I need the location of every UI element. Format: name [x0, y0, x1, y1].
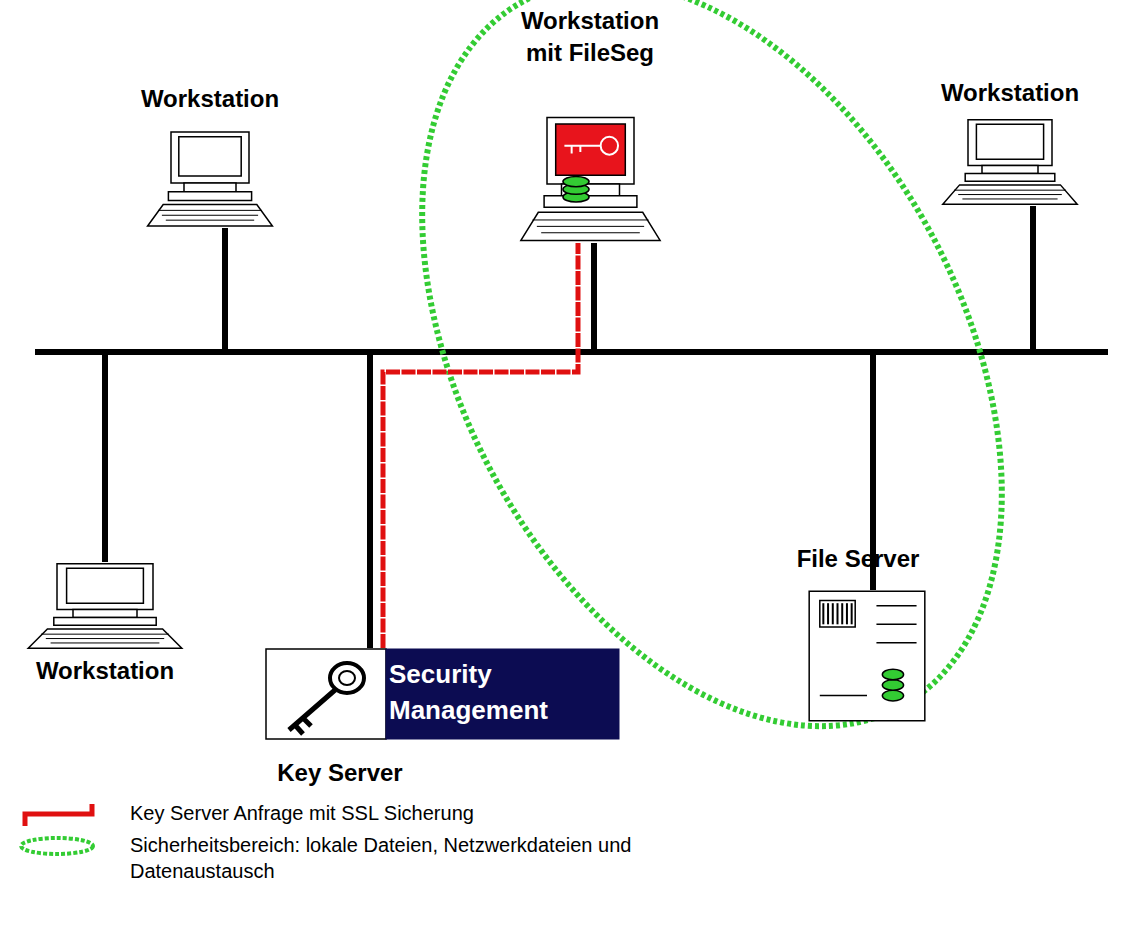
computer-base [544, 196, 637, 208]
monitor-case [547, 118, 634, 185]
key-ring [601, 137, 618, 155]
computer-base [965, 173, 1055, 181]
bus-stub [222, 228, 228, 352]
ssl-request-line [383, 243, 578, 648]
keyboard-row [162, 215, 258, 216]
bus-stub [102, 352, 108, 562]
keyboard-row [41, 634, 169, 635]
node-label: Workstation mit FileSeg [510, 5, 670, 69]
monitor-stand [184, 183, 236, 192]
keyboard-row [166, 220, 254, 221]
monitor-case [57, 564, 153, 610]
workstation-icon [943, 120, 1077, 204]
server-vent [820, 601, 855, 627]
node-label: Workstation [5, 656, 205, 685]
node-icon [25, 562, 185, 650]
monitor-screen [67, 568, 144, 603]
workstation: Workstation mit FileSeg [518, 115, 663, 243]
file-server-icon [809, 591, 925, 720]
vent-slot [846, 603, 848, 624]
key-ring [330, 663, 364, 693]
vent-slot [822, 603, 824, 624]
monitor-screen [556, 124, 626, 175]
bus-stub [1030, 206, 1036, 352]
key-server: Security ManagementKey Server [265, 648, 620, 740]
disk-stack [882, 669, 903, 680]
vent-slot [837, 603, 839, 624]
security-panel [386, 649, 619, 739]
workstation: Workstation [25, 562, 185, 650]
key-symbol [289, 663, 364, 734]
disk-stack [563, 176, 589, 186]
node-icon [808, 590, 926, 722]
keyboard-row [158, 210, 262, 211]
server-case [809, 591, 925, 720]
drive-slot [876, 605, 916, 607]
keyboard-row [954, 190, 1066, 191]
workstation-fileseg-icon [521, 118, 660, 241]
front-line [820, 695, 867, 697]
workstation: Workstation [145, 130, 275, 228]
computer-base [54, 617, 156, 625]
monitor-screen [976, 124, 1043, 159]
node-icon [940, 118, 1080, 206]
node-label: File Server [768, 544, 948, 573]
keyboard-row [51, 642, 160, 643]
keyboard-row [46, 638, 164, 639]
keyboard-row [533, 219, 649, 220]
bus-line [35, 349, 1108, 355]
keyboard-row [962, 198, 1057, 199]
workstation: Workstation [940, 118, 1080, 206]
monitor-stand [73, 610, 137, 618]
keyboard-row [537, 226, 644, 227]
file-server: File Server [808, 590, 926, 722]
legend-text: Sicherheitsbereich: lokale Dateien, Netz… [130, 832, 770, 884]
monitor-case [171, 132, 249, 183]
key-panel [266, 649, 386, 739]
vent-slot [841, 603, 843, 624]
disk-stack [882, 680, 903, 691]
keyboard [521, 212, 660, 240]
node-label: Security Management [389, 656, 614, 728]
key-server-icon [266, 649, 619, 739]
disk-stack [882, 690, 903, 701]
key-symbol [564, 137, 618, 155]
keyboard [943, 185, 1077, 204]
monitor-screen [179, 137, 241, 176]
keyboard [148, 204, 273, 226]
legend-red-sample [25, 804, 92, 826]
legend-green-sample [21, 838, 93, 854]
keyboard-row [541, 232, 640, 233]
key-hole [339, 671, 355, 685]
vent-slot [851, 603, 853, 624]
workstation-icon [148, 132, 273, 226]
security-zone [303, 0, 1120, 825]
keyboard-row [958, 194, 1062, 195]
key-shaft [289, 690, 335, 734]
vent-slot [832, 603, 834, 624]
node-label: Key Server [265, 758, 415, 787]
workstation-icon [28, 564, 182, 648]
bus-stub [367, 352, 373, 648]
node-label: Workstation [910, 78, 1110, 107]
monitor-case [968, 120, 1052, 166]
key-shaft [564, 146, 600, 154]
computer-base [168, 192, 251, 201]
node-icon [518, 115, 663, 243]
drive-slot [876, 624, 916, 626]
legend-text: Key Server Anfrage mit SSL Sicherung [130, 800, 1030, 826]
vent-slot [827, 603, 829, 624]
drive-slot [876, 642, 916, 644]
monitor-stand [982, 166, 1038, 174]
bus-stub [591, 243, 597, 352]
node-icon [145, 130, 275, 228]
node-label: Workstation [105, 84, 315, 113]
keyboard [28, 629, 182, 648]
